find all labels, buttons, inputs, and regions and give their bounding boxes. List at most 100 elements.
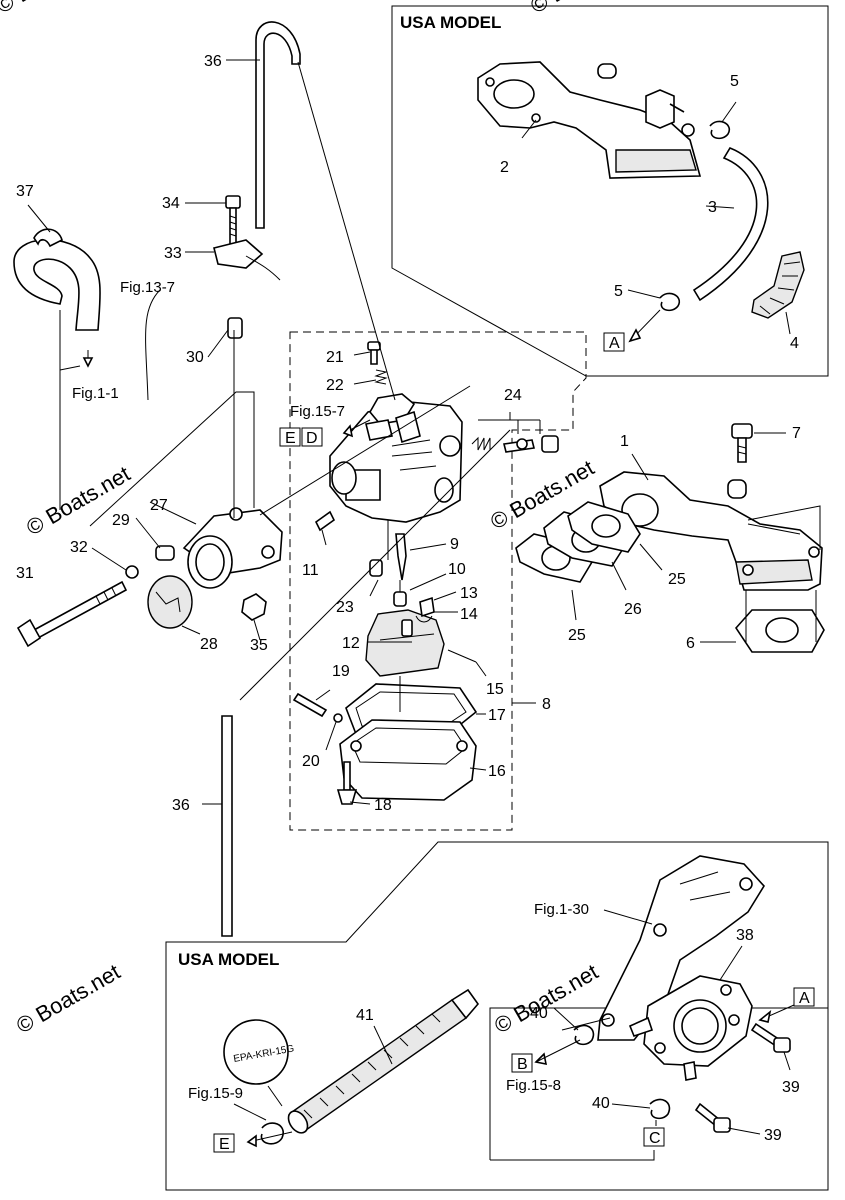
screw-11 — [314, 510, 336, 532]
callout-33: 33 — [164, 245, 182, 262]
float-12 — [365, 609, 445, 677]
usa-model-top-frame — [391, 5, 829, 377]
bolt-39 — [694, 1102, 731, 1133]
reference-arrows — [82, 328, 772, 1148]
epa-stamp — [223, 1019, 289, 1085]
callout-36: 36 — [204, 53, 222, 70]
callout-10: 10 — [448, 561, 466, 578]
callout-8: 8 — [542, 696, 551, 713]
callout-19: 19 — [332, 663, 350, 680]
usa-model-title: USA MODEL — [400, 13, 501, 32]
spring-22 — [374, 369, 388, 385]
carb-adapter-27 — [182, 507, 283, 589]
svg-text:C: C — [649, 1130, 661, 1147]
bolt-31 — [16, 580, 128, 648]
drain-screw-18 — [336, 761, 358, 805]
pump-bracket — [597, 855, 765, 1041]
callout-12: 12 — [342, 635, 360, 652]
fuel-pump-38 — [628, 975, 753, 1081]
callout-31: 31 — [16, 565, 34, 582]
callout-40: 40 — [530, 1005, 548, 1022]
svg-text:E: E — [219, 1136, 230, 1153]
callout-36: 36 — [172, 797, 190, 814]
callout-5: 5 — [614, 283, 623, 300]
float-chamber-gasket-17 — [355, 691, 467, 729]
collar-30 — [227, 317, 243, 339]
gasket-6 — [765, 617, 799, 643]
letter-box-e: E — [213, 1133, 235, 1153]
callout-6: 6 — [686, 635, 695, 652]
hose-clip-5 — [659, 120, 731, 312]
letter-box-c: C — [643, 1127, 665, 1147]
callout-2: 2 — [500, 159, 509, 176]
fig-ref-13-7: Fig.13-7 — [120, 279, 175, 296]
float-chamber-16 — [339, 719, 477, 801]
letter-box-a: A — [793, 987, 815, 1007]
callout-39: 39 — [782, 1079, 800, 1096]
callout-11: 11 — [302, 562, 319, 579]
svg-text:B: B — [517, 1056, 528, 1073]
needle-valve-13 — [419, 596, 435, 618]
washer-plate-33 — [213, 239, 264, 269]
callout-22: 22 — [326, 377, 344, 394]
fig-ref-15-7: Fig.15-7 — [290, 403, 345, 420]
callout-3: 3 — [708, 199, 717, 216]
screw-19 — [292, 692, 328, 718]
intake-manifold-2 — [477, 61, 702, 179]
fig-ref-15-9: Fig.15-9 — [188, 1085, 243, 1102]
fig-ref-1-1: Fig.1-1 — [72, 385, 119, 402]
letter-box-a: A — [603, 332, 625, 352]
callout-13: 13 — [460, 585, 478, 602]
watermark: © Boats.net — [12, 959, 124, 1038]
callout-17: 17 — [488, 707, 506, 724]
callout-32: 32 — [70, 539, 88, 556]
pilot-screw-set-24 — [471, 435, 559, 453]
callout-40: 40 — [592, 1095, 610, 1112]
bolt-39 — [750, 1022, 791, 1053]
callout-20: 20 — [302, 753, 320, 770]
letter-box-b: B — [511, 1053, 533, 1073]
breather-hose-37 — [33, 228, 63, 248]
callout-14: 14 — [460, 606, 478, 623]
watermark: © Boats.net — [0, 0, 104, 18]
fig-ref-1-30: Fig.1-30 — [534, 901, 589, 918]
fuel-hose-41 — [287, 988, 480, 1134]
callout-30: 30 — [186, 349, 204, 366]
svg-text:A: A — [609, 335, 620, 352]
letter-box-d: D — [301, 427, 323, 447]
wire-33 — [245, 255, 281, 281]
callout-29: 29 — [112, 512, 130, 529]
callout-23: 23 — [336, 599, 354, 616]
float-pin-15 — [447, 649, 477, 663]
drain-pipe-4 — [751, 251, 805, 319]
callout-16: 16 — [488, 763, 506, 780]
bolt-7 — [731, 423, 753, 463]
nut-35 — [241, 593, 267, 621]
callout-5: 5 — [730, 73, 739, 90]
letter-box-e: E — [279, 427, 301, 447]
callout-41: 41 — [356, 1007, 374, 1024]
collar-29 — [155, 545, 175, 561]
clip-14 — [415, 615, 433, 623]
callout-34: 34 — [162, 195, 180, 212]
fig-ref-15-8: Fig.15-8 — [506, 1077, 561, 1094]
callout-38: 38 — [736, 927, 754, 944]
o-ring-20 — [333, 713, 343, 723]
carburetor-body — [329, 393, 463, 523]
callout-24: 24 — [504, 387, 522, 404]
gasket-25 — [567, 501, 641, 553]
callout-27: 27 — [150, 497, 168, 514]
callout-1: 1 — [620, 433, 629, 450]
callout-4: 4 — [790, 335, 799, 352]
usa-model-bottom-frame — [165, 841, 829, 1191]
fuel-tube-36 — [255, 21, 301, 229]
callout-28: 28 — [200, 636, 218, 653]
watermark: © Boats.net — [526, 0, 638, 18]
clamp-e — [260, 1122, 284, 1145]
callout-35: 35 — [250, 637, 268, 654]
fuel-tube-36 — [221, 715, 233, 937]
callout-7: 7 — [792, 425, 801, 442]
clip-40 — [649, 1098, 671, 1120]
breather-hose-37 — [13, 238, 101, 331]
